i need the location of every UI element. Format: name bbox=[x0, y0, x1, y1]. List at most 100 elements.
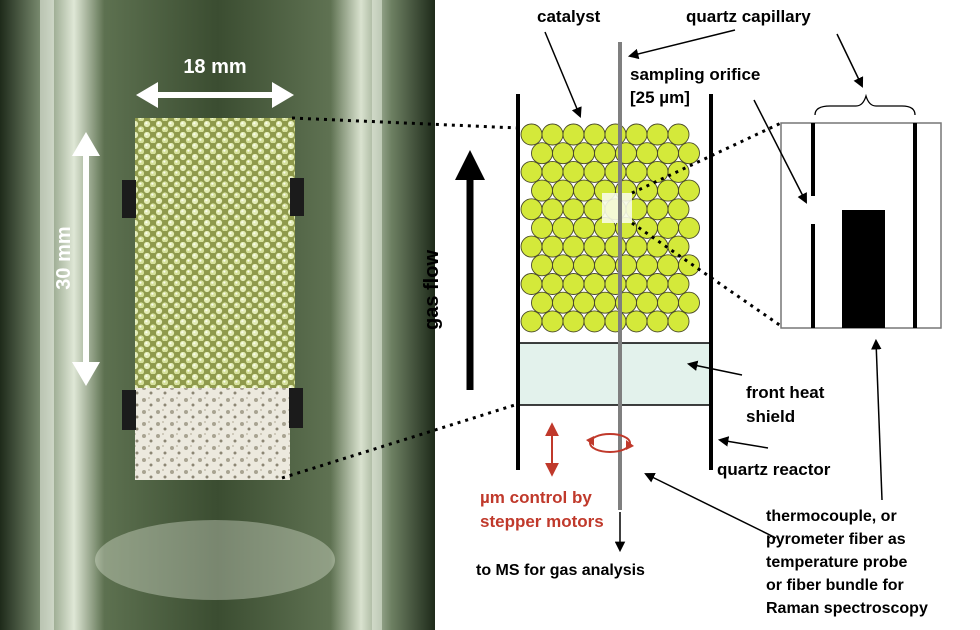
probe-pointer bbox=[871, 338, 883, 501]
catalyst-sphere bbox=[583, 310, 606, 333]
catalyst-sphere bbox=[573, 254, 595, 277]
probe-label-line: Raman spectroscopy bbox=[766, 600, 928, 617]
stepper-label-2: stepper motors bbox=[480, 512, 604, 531]
catalyst-pointer bbox=[544, 31, 582, 118]
photo-clip bbox=[122, 390, 136, 430]
probe-pointer-2 bbox=[644, 472, 777, 539]
catalyst-sphere bbox=[520, 198, 543, 221]
catalyst-sphere bbox=[657, 216, 679, 239]
connector-line bbox=[281, 402, 519, 480]
catalyst-sphere bbox=[573, 179, 595, 202]
gas-flow-label: gas flow bbox=[421, 250, 443, 330]
sampling-orifice bbox=[602, 193, 632, 223]
capillary-label: quartz capillary bbox=[686, 7, 811, 26]
capillary-pointer bbox=[627, 29, 736, 60]
zoom-connector bbox=[631, 221, 782, 328]
photo-glass-reflection bbox=[372, 0, 382, 630]
catalyst-sphere bbox=[531, 179, 553, 202]
catalyst-sphere bbox=[552, 216, 574, 239]
catalyst-sphere bbox=[646, 273, 669, 295]
catalyst-sphere bbox=[625, 160, 648, 183]
ms-label: to MS for gas analysis bbox=[476, 562, 645, 579]
catalyst-sphere bbox=[541, 198, 564, 221]
catalyst-sphere bbox=[531, 142, 553, 165]
catalyst-sphere bbox=[604, 273, 627, 295]
photo-heat-shield bbox=[135, 388, 290, 480]
height-label: 30 mm bbox=[53, 226, 75, 289]
catalyst-sphere bbox=[583, 273, 606, 295]
catalyst-sphere bbox=[541, 123, 564, 146]
catalyst-sphere bbox=[541, 160, 564, 183]
probe-label-line: thermocouple, or bbox=[766, 508, 897, 525]
height-arrow-head bbox=[72, 132, 100, 156]
catalyst-sphere bbox=[520, 310, 543, 333]
catalyst-sphere bbox=[625, 310, 648, 333]
photo-clip bbox=[290, 178, 304, 216]
orifice-size-label: [25 µm] bbox=[630, 88, 690, 107]
catalyst-sphere bbox=[667, 198, 690, 221]
rotation-arrow-head bbox=[626, 440, 634, 450]
catalyst-sphere bbox=[667, 273, 690, 295]
zoom-connector bbox=[631, 121, 782, 195]
heat-shield bbox=[518, 342, 711, 406]
catalyst-sphere bbox=[625, 273, 648, 295]
catalyst-sphere bbox=[678, 216, 700, 239]
catalyst-sphere bbox=[562, 198, 585, 221]
photo-catalyst-bed bbox=[135, 118, 295, 395]
catalyst-sphere bbox=[646, 310, 669, 333]
catalyst-sphere bbox=[562, 310, 585, 333]
stepper-rotation-icon bbox=[589, 433, 631, 453]
photo-clip bbox=[122, 180, 136, 218]
inset-probe bbox=[842, 210, 885, 328]
catalyst-sphere bbox=[541, 273, 564, 295]
capillary-brace bbox=[814, 93, 916, 116]
catalyst-sphere bbox=[531, 216, 553, 239]
probe-label-line: pyrometer fiber as bbox=[766, 531, 906, 548]
photo-clip bbox=[289, 388, 303, 428]
probe-label-line: or fiber bundle for bbox=[766, 577, 904, 594]
catalyst-sphere bbox=[646, 160, 669, 183]
height-arrow-head bbox=[72, 362, 100, 386]
catalyst-sphere bbox=[657, 254, 679, 277]
catalyst-sphere bbox=[531, 291, 553, 314]
catalyst-sphere bbox=[667, 160, 690, 183]
catalyst-sphere bbox=[562, 235, 585, 258]
catalyst-sphere bbox=[573, 291, 595, 314]
catalyst-sphere bbox=[667, 235, 690, 258]
photo-glare bbox=[95, 520, 335, 600]
catalyst-sphere bbox=[604, 160, 627, 183]
probe-label-line: temperature probe bbox=[766, 554, 907, 571]
catalyst-sphere bbox=[625, 123, 648, 146]
catalyst-sphere bbox=[678, 291, 700, 314]
catalyst-sphere bbox=[646, 123, 669, 146]
catalyst-sphere bbox=[520, 123, 543, 146]
catalyst-sphere bbox=[520, 160, 543, 183]
catalyst-sphere bbox=[594, 254, 616, 277]
catalyst-sphere bbox=[531, 254, 553, 277]
catalyst-sphere bbox=[573, 142, 595, 165]
catalyst-sphere bbox=[604, 123, 627, 146]
inset-brace-pointer bbox=[836, 33, 864, 88]
catalyst-sphere bbox=[552, 254, 574, 277]
catalyst-sphere bbox=[678, 254, 700, 277]
catalyst-sphere bbox=[636, 142, 658, 165]
catalyst-spheres bbox=[520, 123, 700, 333]
width-arrow-head bbox=[136, 82, 158, 108]
catalyst-sphere bbox=[636, 254, 658, 277]
orifice-zoom-inset bbox=[631, 93, 942, 329]
catalyst-sphere bbox=[562, 160, 585, 183]
stepper-label: µm control by bbox=[480, 488, 592, 507]
catalyst-sphere bbox=[646, 198, 669, 221]
catalyst-sphere bbox=[552, 142, 574, 165]
catalyst-sphere bbox=[552, 179, 574, 202]
reactor-photo: 18 mm 30 mm bbox=[0, 0, 435, 630]
catalyst-sphere bbox=[657, 179, 679, 202]
catalyst-sphere bbox=[573, 216, 595, 239]
catalyst-sphere bbox=[667, 310, 690, 333]
catalyst-sphere bbox=[520, 235, 543, 258]
catalyst-sphere bbox=[583, 235, 606, 258]
catalyst-sphere bbox=[657, 142, 679, 165]
orifice-pointer bbox=[753, 99, 807, 204]
catalyst-sphere bbox=[594, 142, 616, 165]
